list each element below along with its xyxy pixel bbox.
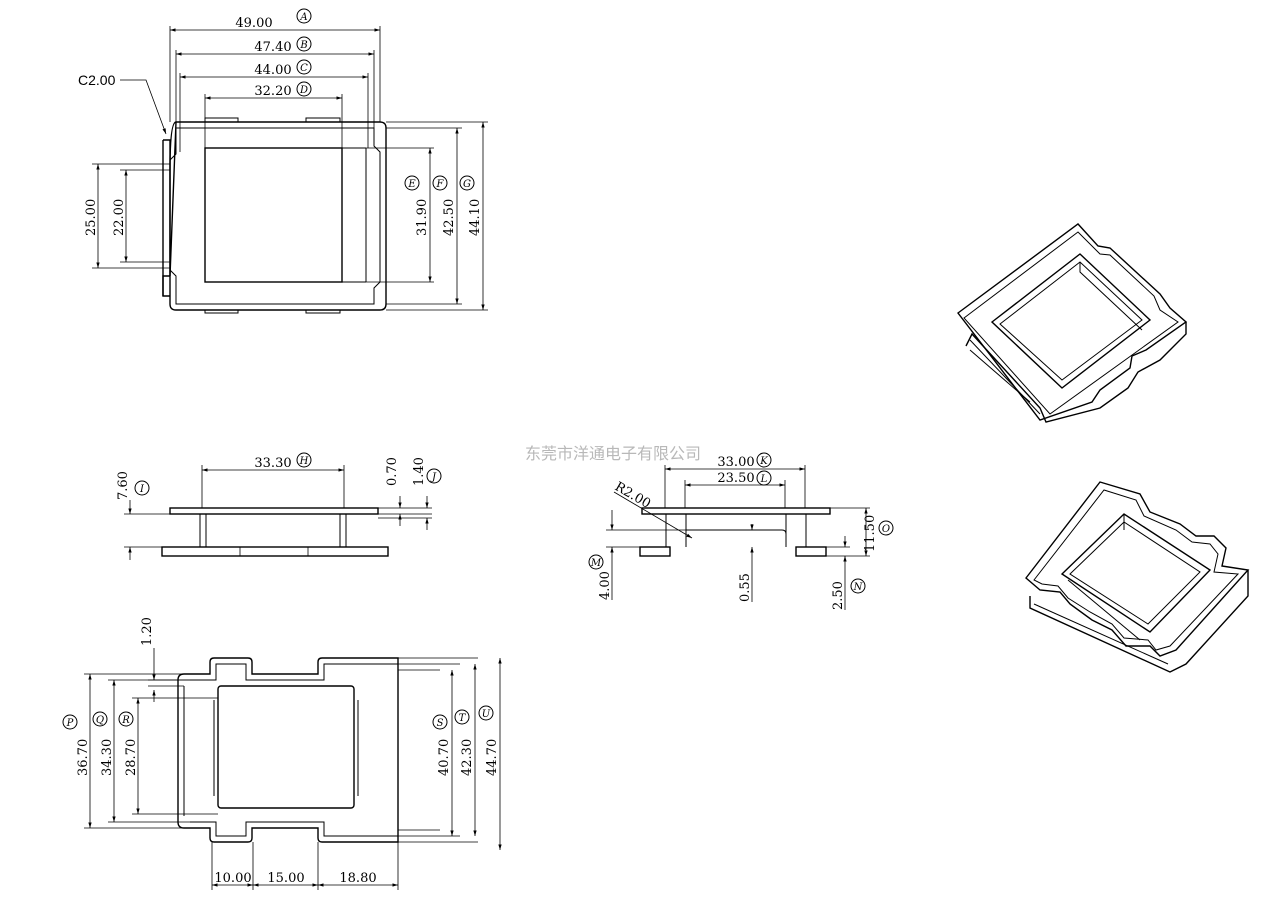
svg-text:U: U xyxy=(482,709,491,720)
dim-M: 4.00 xyxy=(598,571,613,600)
svg-text:M: M xyxy=(590,558,602,569)
dim-L: 23.50 xyxy=(717,471,754,486)
svg-text:P: P xyxy=(66,718,74,729)
dim-side-25: 25.00 xyxy=(84,199,99,236)
dim-055: 0.55 xyxy=(738,573,753,602)
bubble-M: M xyxy=(588,554,604,570)
svg-text:I: I xyxy=(139,484,145,495)
isometric-view-bottom xyxy=(1025,481,1250,673)
top-view: 49.00 47.40 44.00 32.20 C2.00 31.90 42.5… xyxy=(78,16,488,314)
svg-text:T: T xyxy=(459,713,467,724)
bubble-A: A xyxy=(296,8,312,24)
svg-text:O: O xyxy=(882,524,890,535)
dim-J: 1.40 xyxy=(412,457,427,486)
dim-Q: 34.30 xyxy=(100,739,115,776)
dim-I: 7.60 xyxy=(116,471,131,500)
bubble-G: G xyxy=(459,175,475,191)
section-view: 33.00 23.50 R2.00 4.00 0.55 11.50 2.50 K… xyxy=(588,452,894,610)
dim-H: 33.30 xyxy=(254,456,291,471)
dim-D: 32.20 xyxy=(254,84,291,99)
bubble-F: F xyxy=(432,175,448,191)
bubble-L: L xyxy=(756,470,772,486)
svg-text:C: C xyxy=(300,63,308,74)
svg-text:E: E xyxy=(407,179,416,190)
bubble-E: E xyxy=(404,175,420,191)
svg-text:Q: Q xyxy=(96,715,104,726)
dim-b1880: 18.80 xyxy=(339,871,376,886)
dim-A: 49.00 xyxy=(235,16,272,31)
dim-C: 44.00 xyxy=(254,63,291,78)
svg-text:J: J xyxy=(430,472,437,483)
dim-E: 31.90 xyxy=(415,199,430,236)
svg-text:L: L xyxy=(760,474,768,485)
isometric-view-top xyxy=(957,223,1188,423)
bubble-R: R xyxy=(118,711,134,727)
dim-J-070: 0.70 xyxy=(385,457,400,486)
bubble-H: H xyxy=(296,452,312,468)
watermark: 东莞市洋通电子有限公司 xyxy=(525,444,701,463)
dim-B: 47.40 xyxy=(254,40,291,55)
radius-label: R2.00 xyxy=(612,479,653,511)
bubble-O: O xyxy=(878,520,894,536)
dim-K: 33.00 xyxy=(717,455,754,470)
dim-b1500: 15.00 xyxy=(267,871,304,886)
svg-text:R: R xyxy=(121,715,130,726)
bottom-view: 1.20 36.70 34.30 28.70 40.70 42.30 44.70… xyxy=(62,617,502,890)
dim-side-22: 22.00 xyxy=(112,199,127,236)
bubble-N: N xyxy=(850,578,866,594)
dim-S: 40.70 xyxy=(437,739,452,776)
svg-text:B: B xyxy=(299,40,307,51)
side-view-1: 33.30 7.60 0.70 1.40 H I J xyxy=(116,452,442,560)
bubble-U: U xyxy=(478,705,494,721)
svg-text:N: N xyxy=(853,582,864,593)
bubble-T: T xyxy=(454,709,470,725)
dim-b1000: 10.00 xyxy=(214,871,251,886)
dim-U: 44.70 xyxy=(485,739,500,776)
dim-R: 28.70 xyxy=(124,739,139,776)
svg-text:D: D xyxy=(299,85,308,96)
bubble-C: C xyxy=(296,59,312,75)
svg-text:H: H xyxy=(299,456,309,467)
bubble-J: J xyxy=(426,468,442,484)
chamfer-label: C2.00 xyxy=(78,72,116,88)
dim-G: 44.10 xyxy=(468,199,483,236)
callout-bubbles: A B C D E F G xyxy=(296,8,475,191)
dim-N: 2.50 xyxy=(831,581,846,610)
bubble-K: K xyxy=(756,452,772,468)
svg-text:A: A xyxy=(299,12,307,23)
svg-text:F: F xyxy=(436,179,445,190)
svg-text:G: G xyxy=(463,179,471,190)
svg-text:K: K xyxy=(759,456,768,467)
svg-text:S: S xyxy=(437,718,444,729)
bubble-Q: Q xyxy=(92,711,108,727)
bubble-S: S xyxy=(432,714,448,730)
dim-P: 36.70 xyxy=(76,739,91,776)
bubble-I: I xyxy=(134,480,150,496)
dim-O: 11.50 xyxy=(863,515,878,552)
bubble-B: B xyxy=(296,36,312,52)
bubble-D: D xyxy=(296,81,312,97)
dim-T: 42.30 xyxy=(460,739,475,776)
dim-F: 42.50 xyxy=(442,199,457,236)
bubble-P: P xyxy=(62,714,78,730)
dim-top-120: 1.20 xyxy=(140,617,155,646)
